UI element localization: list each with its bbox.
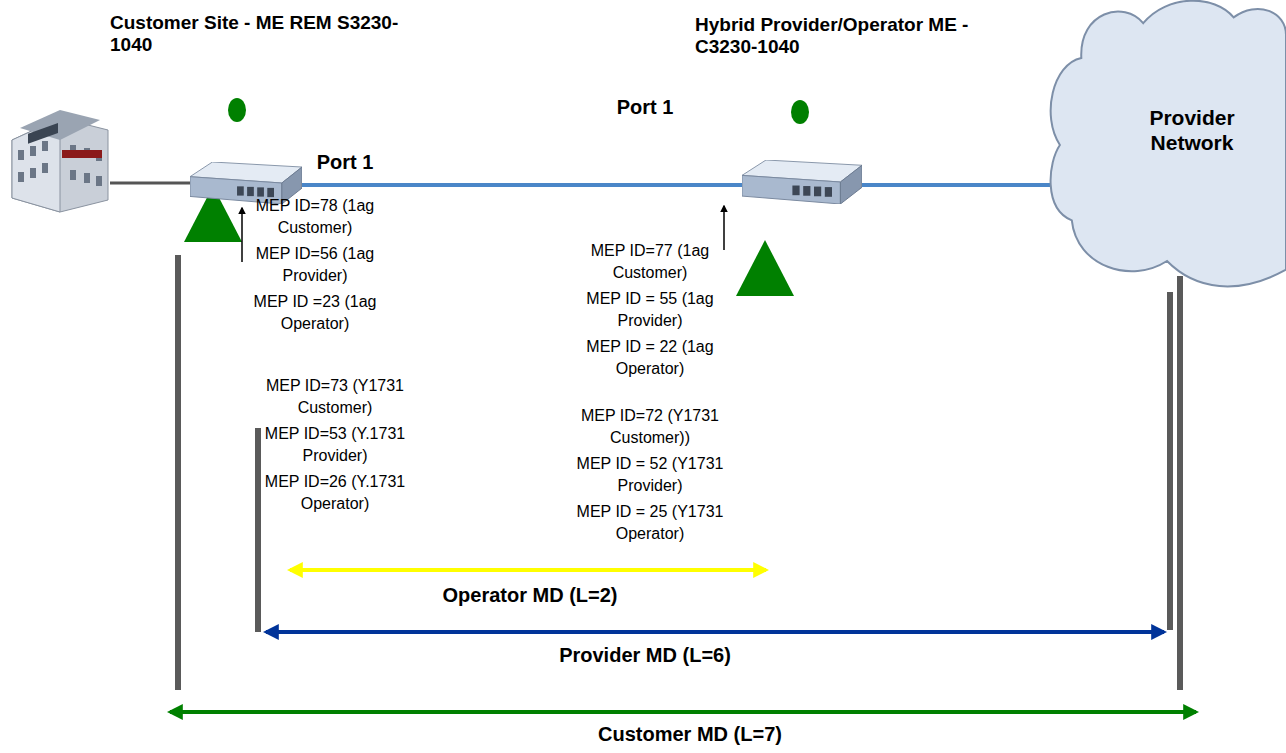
ethernet-device: Hybrid Provider/Operator ME - C3230-1040 [742,160,862,204]
device-heading: Customer Site - ME REM S3230-1040 [110,12,410,56]
port-pointer [241,208,243,262]
device-heading: Hybrid Provider/Operator ME - C3230-1040 [695,14,1025,58]
md-bar [1177,276,1183,690]
building-link [110,182,192,185]
mep-label: MEP ID = 55 (1ag Provider) [565,288,735,332]
mep-label: MEP ID = 52 (Y1731 Provider) [565,453,735,497]
md-bar [255,428,261,632]
mep-label: MEP ID=53 (Y.1731 Provider) [250,423,420,467]
mep-label: MEP ID = 22 (1ag Operator) [565,336,735,380]
mep-label: MEP ID=77 (1ag Customer) [565,240,735,284]
md-label: Operator MD (L=2) [380,583,680,607]
mep-label: MEP ID=56 (1ag Provider) [230,243,400,287]
md-bar [175,255,181,690]
mep-label: MEP ID =23 (1ag Operator) [230,291,400,335]
port-pointer [723,206,725,250]
mep-triangle [736,240,794,296]
device-outline [742,160,862,204]
status-dot [791,100,809,124]
mep-label: MEP ID = 25 (Y1731 Operator) [565,501,735,545]
md-bar [1167,292,1173,630]
md-label: Provider MD (L=6) [495,643,795,667]
network-name: Provider Network [1108,105,1276,155]
mep-label: MEP ID=73 (Y1731 Customer) [250,375,420,419]
building-icon [12,110,108,212]
customer-md-arrow [170,710,1196,714]
mep-label: MEP ID=26 (Y.1731 Operator) [250,471,420,515]
port-label: Port 1 [300,150,390,174]
operator-md-arrow [290,568,766,572]
ethernet-link [858,183,1054,187]
port-label: Port 1 [600,95,690,119]
ethernet-link [298,183,748,187]
md-label: Customer MD (L=7) [530,722,850,746]
network-cloud: Provider Network [1048,0,1286,290]
mep-label: MEP ID=72 (Y1731 Customer)) [565,405,735,449]
status-dot [228,98,246,122]
provider-md-arrow [266,630,1164,634]
mep-label: MEP ID=78 (1ag Customer) [230,195,400,239]
